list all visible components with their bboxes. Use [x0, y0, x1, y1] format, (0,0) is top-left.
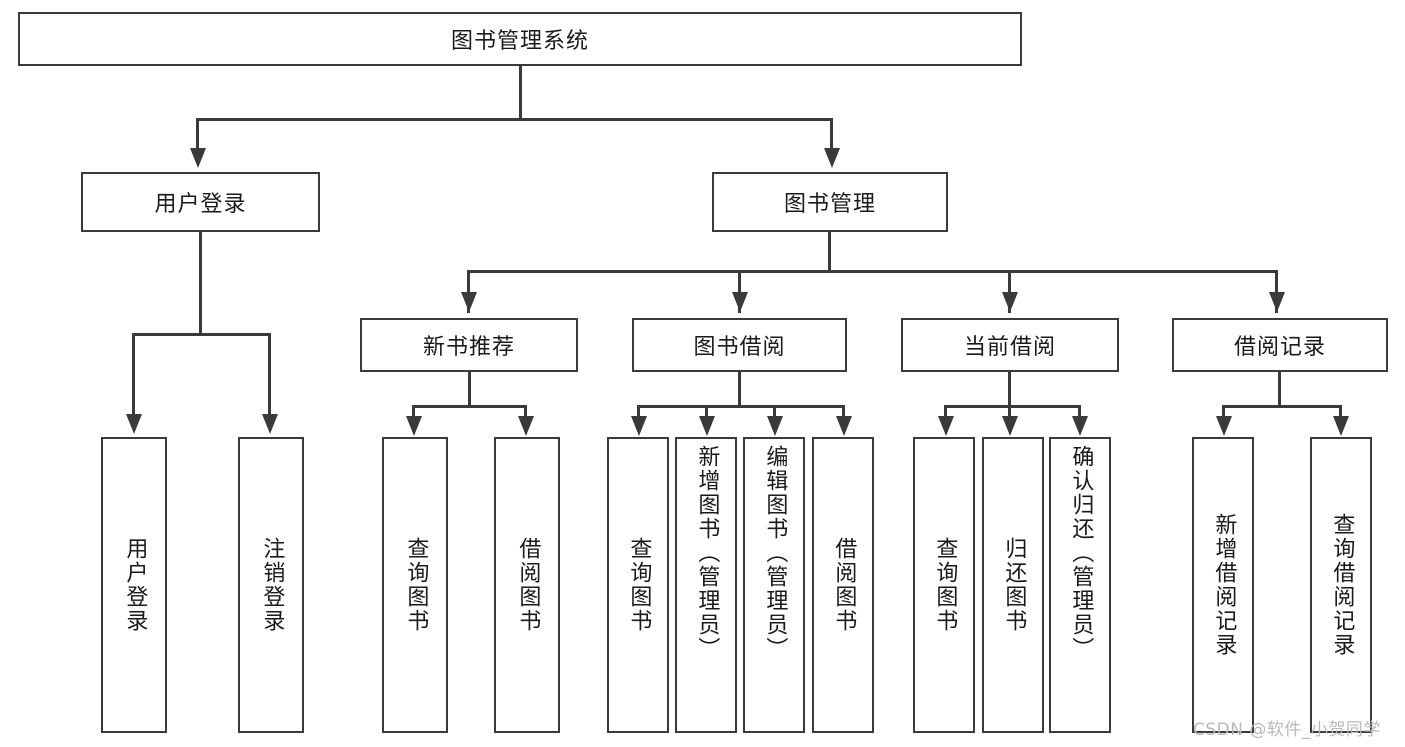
- arrow-user-login-to-leaf-0: [126, 414, 142, 434]
- arrow-book-borrow-to-leaf-3: [836, 416, 852, 436]
- node-label: 归还图书: [1001, 537, 1027, 633]
- node-label: 编辑图书（管理员）: [762, 445, 788, 661]
- connector-user-login-stem: [199, 232, 202, 335]
- node-label: 查询图书: [932, 537, 958, 633]
- connector-new-book-bar: [412, 405, 527, 408]
- connector-current-borrow-bar: [944, 405, 1081, 408]
- arrow-book-manage-to-book-borrow: [732, 292, 748, 312]
- node-label: 用户登录: [122, 537, 148, 633]
- watermark: CSDN @软件_小贺同学: [1193, 720, 1381, 740]
- connector-borrow-record-to-leaf-0: [1222, 405, 1225, 419]
- arrow-user-login-to-leaf-1: [262, 414, 278, 434]
- arrow-borrow-record-to-leaf-1: [1333, 416, 1349, 436]
- arrow-book-manage-to-borrow-record: [1269, 292, 1285, 312]
- connector-borrow-record-bar: [1222, 405, 1342, 408]
- connector-book-borrow-to-leaf-1: [705, 405, 708, 419]
- node-book-borrow[interactable]: 图书借阅: [632, 318, 847, 372]
- arrow-book-borrow-to-leaf-0: [631, 416, 647, 436]
- node-label: 图书管理系统: [450, 29, 589, 54]
- leaf-borrow-record-0[interactable]: 新增借阅记录: [1192, 437, 1254, 733]
- connector-root-to-book-manage: [830, 118, 833, 150]
- connector-root-to-user-login: [196, 118, 199, 150]
- arrow-borrow-record-to-leaf-0: [1216, 416, 1232, 436]
- arrow-book-borrow-to-leaf-1: [699, 416, 715, 436]
- connector-book-borrow-to-leaf-2: [773, 405, 776, 419]
- connector-book-manage-stem: [828, 232, 831, 272]
- leaf-book-borrow-1[interactable]: 新增图书（管理员）: [675, 437, 737, 733]
- arrow-book-borrow-to-leaf-2: [767, 416, 783, 436]
- node-label: 用户登录: [154, 192, 247, 217]
- leaf-new-book-0[interactable]: 查询图书: [382, 437, 448, 733]
- leaf-user-login-1[interactable]: 注销登录: [238, 437, 304, 733]
- connector-current-borrow-to-leaf-0: [944, 405, 947, 419]
- node-label: 借阅记录: [1233, 335, 1326, 360]
- connector-new-book-stem: [468, 372, 471, 408]
- arrow-book-manage-to-current-borrow: [1002, 292, 1018, 312]
- node-label: 确认归还（管理员）: [1068, 445, 1094, 661]
- connector-borrow-record-to-leaf-1: [1339, 405, 1342, 419]
- node-label: 查询借阅记录: [1329, 513, 1355, 657]
- leaf-new-book-1[interactable]: 借阅图书: [494, 437, 560, 733]
- node-borrow-record[interactable]: 借阅记录: [1172, 318, 1388, 372]
- node-label: 新增图书（管理员）: [694, 445, 720, 661]
- arrow-current-borrow-to-leaf-2: [1072, 416, 1088, 436]
- connector-book-borrow-to-leaf-0: [637, 405, 640, 419]
- node-label: 借阅图书: [831, 537, 857, 633]
- leaf-user-login-0[interactable]: 用户登录: [101, 437, 167, 733]
- node-label: 当前借阅: [963, 335, 1056, 360]
- arrow-root-to-book-manage: [824, 148, 840, 168]
- connector-user-login-bar: [132, 333, 271, 336]
- node-label: 查询图书: [626, 537, 652, 633]
- connector-book-manage-to-new-book: [467, 270, 470, 313]
- connector-book-manage-to-borrow-record: [1275, 270, 1278, 313]
- node-root-system[interactable]: 图书管理系统: [18, 12, 1022, 66]
- node-label: 新书推荐: [422, 335, 515, 360]
- connector-book-borrow-stem: [738, 372, 741, 408]
- connector-book-borrow-bar: [637, 405, 845, 408]
- connector-user-login-to-leaf-0: [132, 333, 135, 415]
- connector-new-book-to-leaf-1: [524, 405, 527, 419]
- connector-current-borrow-to-leaf-1: [1008, 405, 1011, 419]
- node-label: 新增借阅记录: [1211, 513, 1237, 657]
- connector-borrow-record-stem: [1278, 372, 1281, 408]
- leaf-current-borrow-0[interactable]: 查询图书: [913, 437, 975, 733]
- arrow-current-borrow-to-leaf-1: [1002, 416, 1018, 436]
- node-current-borrow[interactable]: 当前借阅: [901, 318, 1119, 372]
- connector-book-manage-bar: [467, 270, 1278, 273]
- arrow-root-to-user-login: [190, 148, 206, 168]
- connector-book-borrow-to-leaf-3: [842, 405, 845, 419]
- node-label: 借阅图书: [515, 537, 541, 633]
- connector-user-login-to-leaf-1: [268, 333, 271, 415]
- leaf-borrow-record-1[interactable]: 查询借阅记录: [1310, 437, 1372, 733]
- leaf-book-borrow-2[interactable]: 编辑图书（管理员）: [743, 437, 805, 733]
- node-user-login[interactable]: 用户登录: [81, 172, 320, 232]
- connector-book-manage-to-book-borrow: [738, 270, 741, 313]
- arrow-new-book-to-leaf-0: [406, 416, 422, 436]
- node-label: 图书管理: [783, 192, 876, 217]
- leaf-current-borrow-2[interactable]: 确认归还（管理员）: [1049, 437, 1111, 733]
- connector-current-borrow-to-leaf-2: [1078, 405, 1081, 419]
- connector-root-stem: [519, 66, 522, 120]
- leaf-book-borrow-3[interactable]: 借阅图书: [812, 437, 874, 733]
- arrow-book-manage-to-new-book: [461, 292, 477, 312]
- node-book-manage[interactable]: 图书管理: [712, 172, 948, 232]
- node-label: 注销登录: [259, 537, 285, 633]
- connector-current-borrow-stem: [1008, 372, 1011, 408]
- connector-root-bar: [196, 118, 833, 121]
- arrow-current-borrow-to-leaf-0: [938, 416, 954, 436]
- arrow-new-book-to-leaf-1: [518, 416, 534, 436]
- connector-book-manage-to-current-borrow: [1008, 270, 1011, 313]
- node-label: 图书借阅: [693, 335, 786, 360]
- node-new-book-recommend[interactable]: 新书推荐: [360, 318, 578, 372]
- leaf-book-borrow-0[interactable]: 查询图书: [607, 437, 669, 733]
- connector-new-book-to-leaf-0: [412, 405, 415, 419]
- leaf-current-borrow-1[interactable]: 归还图书: [982, 437, 1044, 733]
- node-label: 查询图书: [403, 537, 429, 633]
